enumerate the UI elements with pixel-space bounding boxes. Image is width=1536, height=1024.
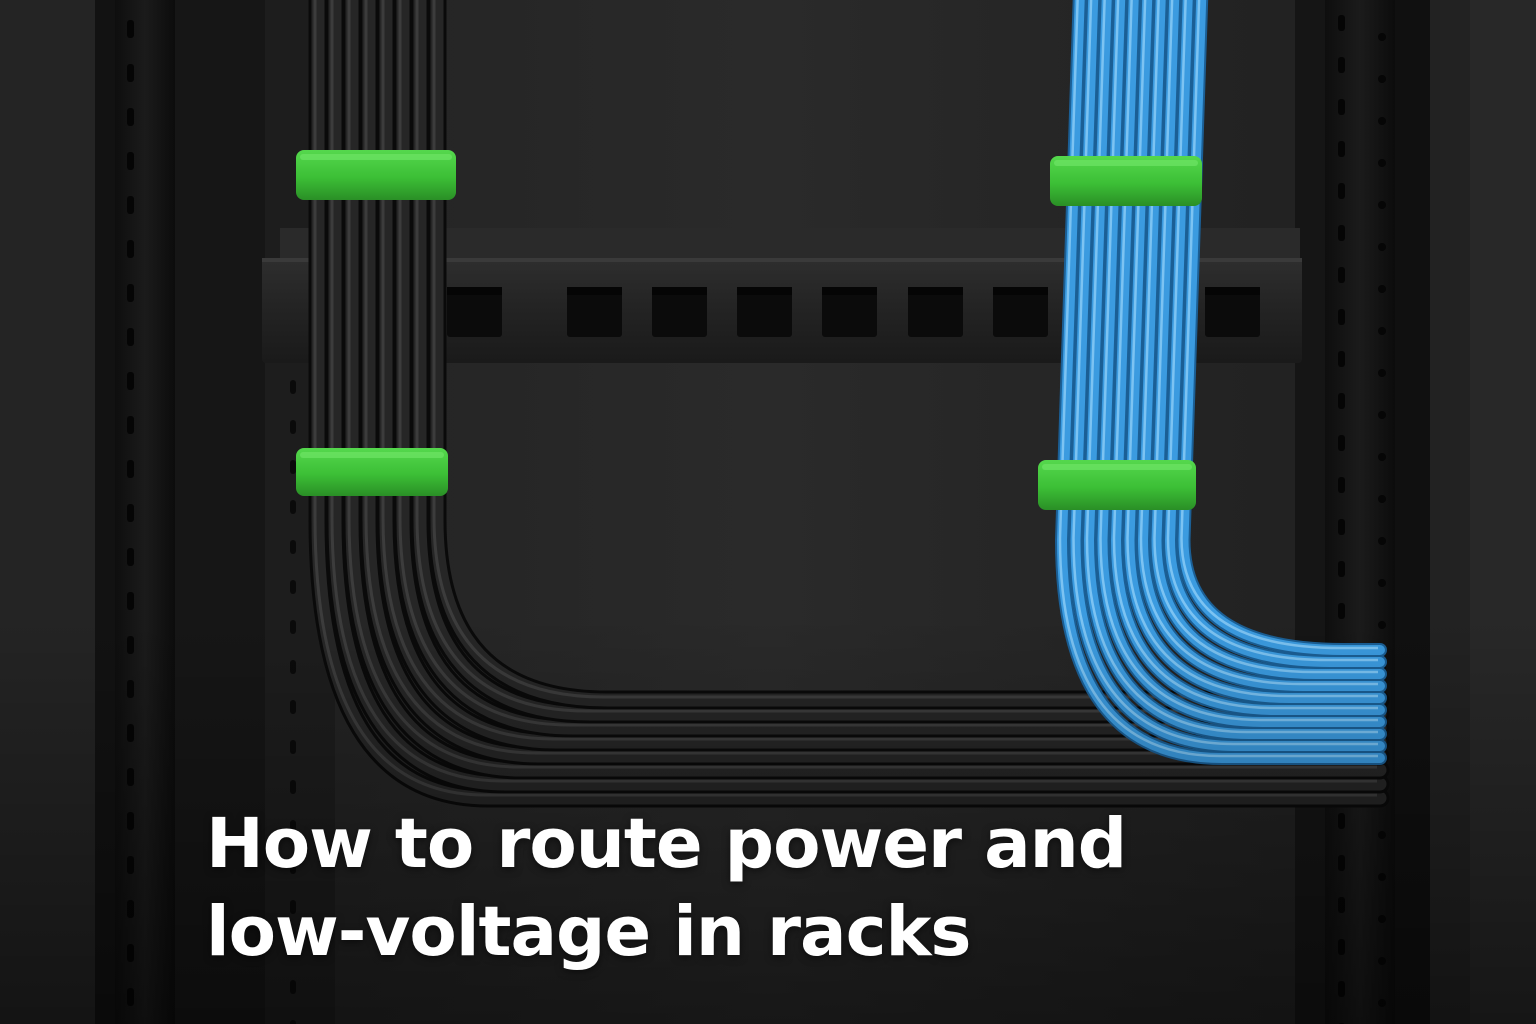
headline-line-1: How to route power and xyxy=(206,804,1127,884)
headline-line-2: low-voltage in racks xyxy=(206,892,971,972)
headline: How to route power and low-voltage in ra… xyxy=(206,800,1306,976)
